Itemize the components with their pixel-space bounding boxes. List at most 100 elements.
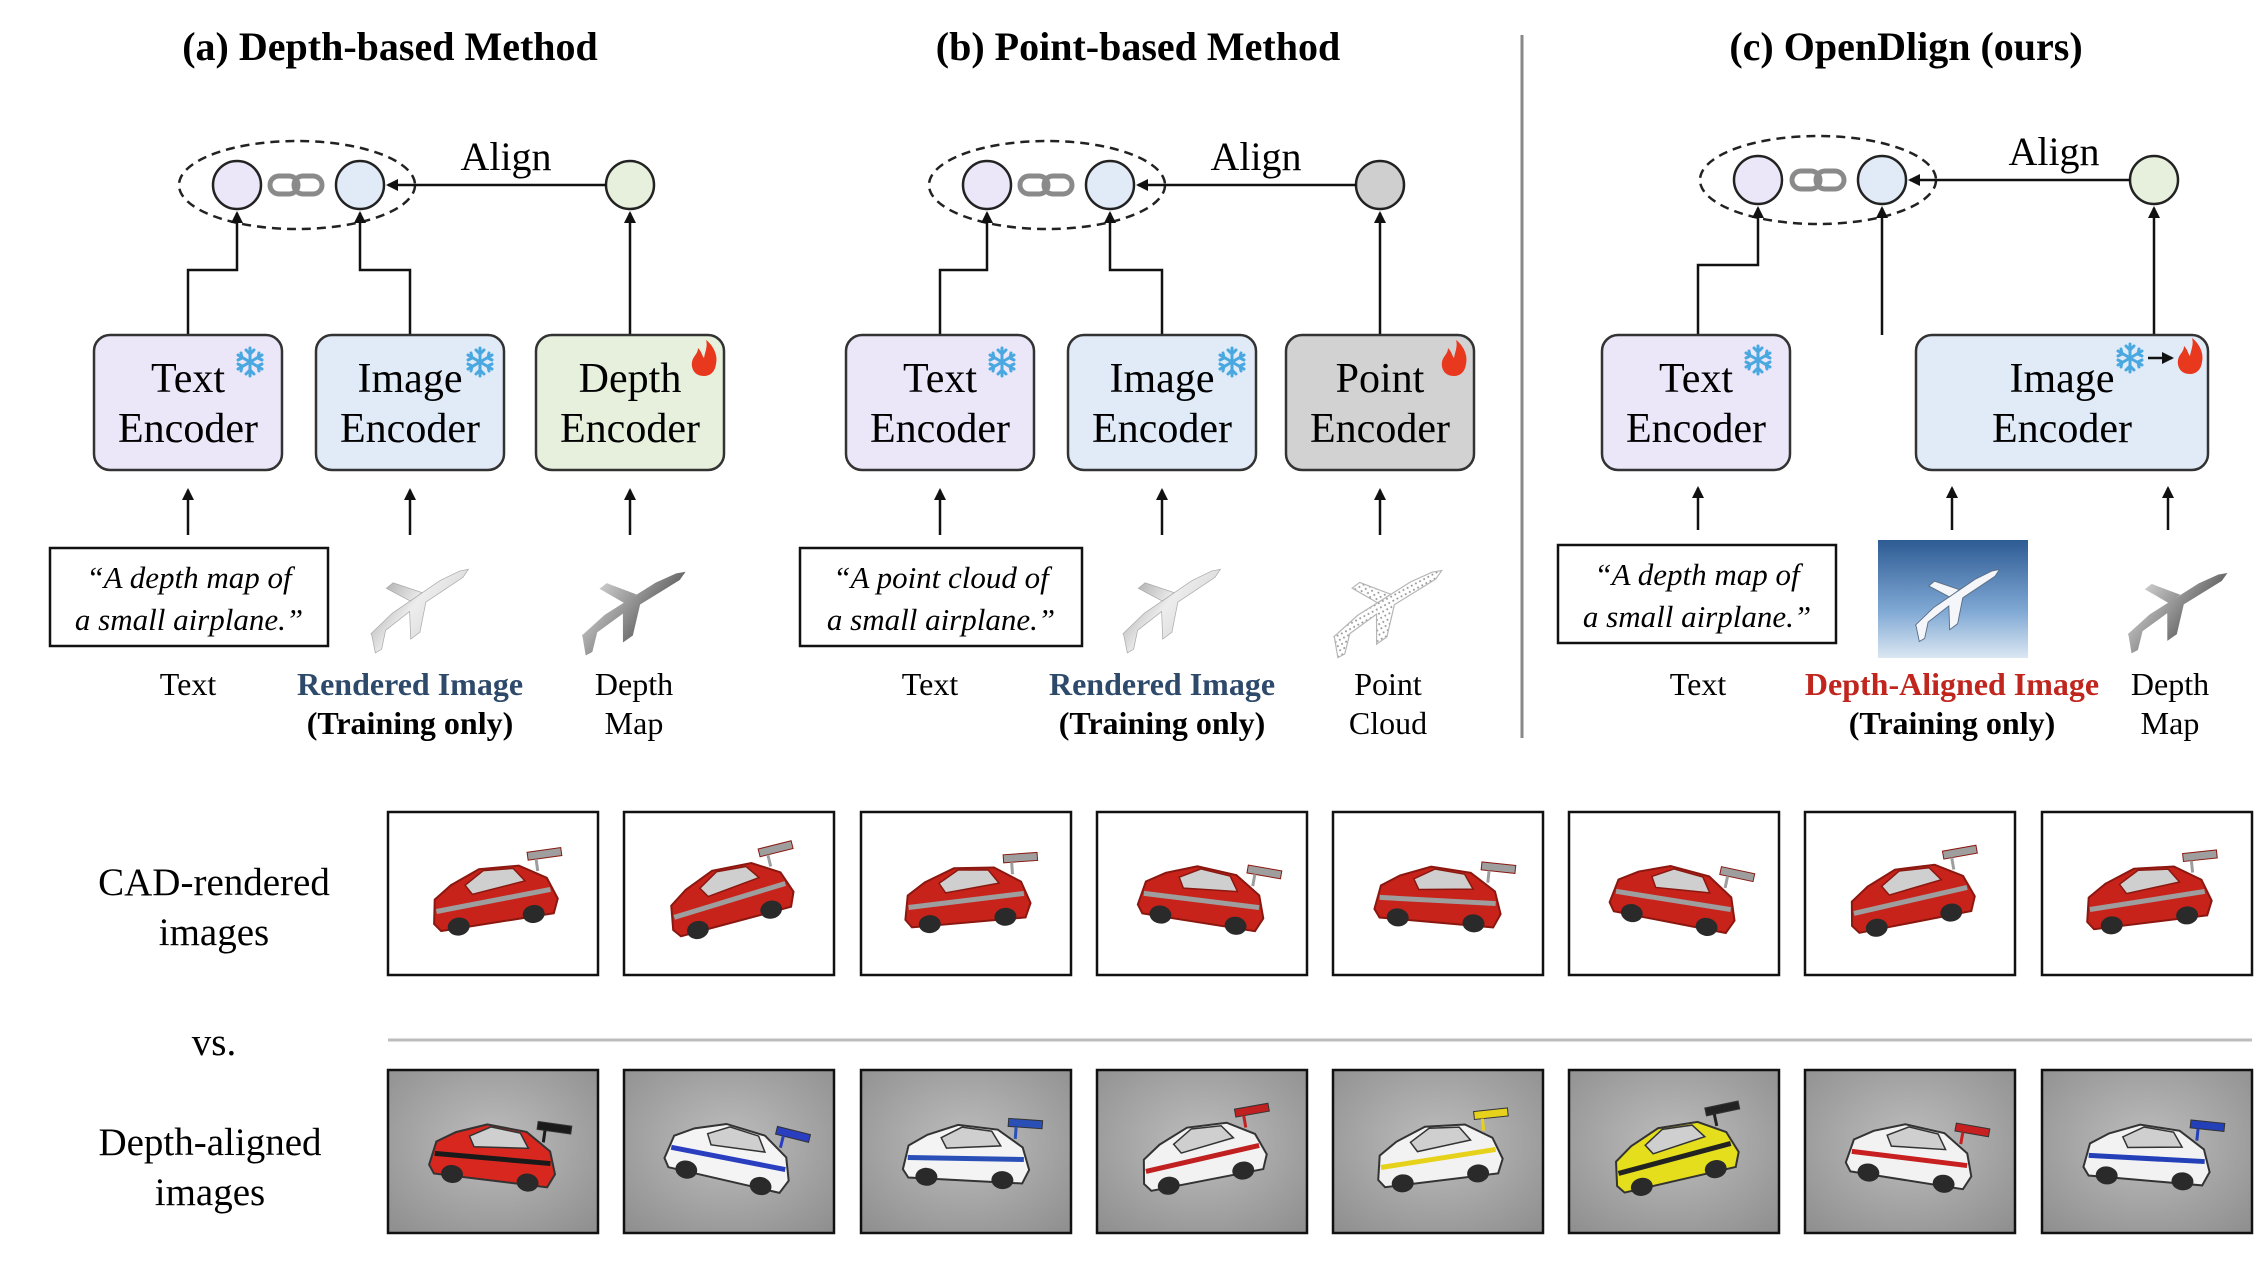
depth-aligned-car-image xyxy=(386,1068,600,1235)
cad-row-label-1: CAD-rendered xyxy=(98,861,330,904)
prompt-line-1: “A depth map of xyxy=(1594,557,1804,592)
depth-aligned-car-image xyxy=(859,1068,1073,1235)
rendered-airplane-image xyxy=(349,546,485,659)
depth-aligned-car-image xyxy=(1803,1068,2017,1235)
panel-a: (a) Depth-based Method Align Text Encode… xyxy=(48,24,726,741)
depth-embedding-node xyxy=(604,159,656,211)
text-encoder-label-2: Encoder xyxy=(118,406,258,452)
image-encoder-label-1: Image xyxy=(1110,356,1215,402)
cad-row-label-2: images xyxy=(159,911,269,954)
depth-aligned-car-image xyxy=(1331,1068,1545,1235)
text-encoder-box xyxy=(1600,333,1792,472)
image-encoder-label-1: Image xyxy=(358,356,463,402)
depth-encoder-label-1: Depth xyxy=(579,356,682,402)
rendered-airplane-image xyxy=(1101,546,1237,659)
text-encoder-output-arrow xyxy=(938,211,993,335)
link-icon xyxy=(1020,176,1072,194)
prompt-line-1: “A depth map of xyxy=(86,560,296,595)
image-embedding-node xyxy=(334,159,386,211)
prompt-line-2: a small airplane.” xyxy=(75,602,303,637)
aligned-row-label-1: Depth-aligned xyxy=(98,1121,322,1164)
training-only-label: (Training only) xyxy=(1849,705,2056,741)
vs-label: vs. xyxy=(192,1021,236,1064)
link-icon xyxy=(270,176,322,194)
text-encoder-label-1: Text xyxy=(151,356,225,402)
text-encoder-label-2: Encoder xyxy=(870,406,1010,452)
rendered-image-label: Rendered Image xyxy=(297,666,523,702)
text-embedding-node xyxy=(961,159,1013,211)
image-encoder-box xyxy=(1914,333,2210,472)
depth-aligned-car-image xyxy=(2040,1068,2254,1235)
prompt-line-2: a small airplane.” xyxy=(827,602,1055,637)
panel-c: (c) OpenDlign (ours) Align Text Encoder … xyxy=(1556,24,2243,741)
depth-map-label-1: Depth xyxy=(595,666,673,702)
comparison-rows: CAD-rendered images vs. Depth-aligned im… xyxy=(98,810,2254,1235)
image-encoder-label-2: Encoder xyxy=(340,406,480,452)
image-encoder-label-2: Encoder xyxy=(1092,406,1232,452)
point-cloud-label-1: Point xyxy=(1354,666,1422,702)
training-only-label: (Training only) xyxy=(307,705,514,741)
prompt-line-1: “A point cloud of xyxy=(833,560,1053,595)
depth-aligned-car-image xyxy=(622,1068,836,1235)
point-embedding-node xyxy=(1354,159,1406,211)
cad-car-image xyxy=(1567,810,1781,977)
rendered-image-label: Rendered Image xyxy=(1049,666,1275,702)
image-encoder-box xyxy=(314,333,506,472)
depth-aligned-images xyxy=(386,1068,2254,1235)
panel-b: (b) Point-based Method Align Text Encode… xyxy=(798,24,1476,741)
align-label: Align xyxy=(1210,134,1301,179)
point-encoder-label-2: Encoder xyxy=(1310,406,1450,452)
depth-aligned-image-label: Depth-Aligned Image xyxy=(1805,666,2099,702)
image-encoder-box xyxy=(1066,333,1258,472)
depth-map-airplane-image xyxy=(2107,550,2243,659)
text-encoder-box xyxy=(844,333,1036,472)
cad-car-image xyxy=(386,810,600,977)
text-input-label: Text xyxy=(1670,666,1727,702)
depth-embedding-node xyxy=(2128,154,2180,206)
panel-a-title: (a) Depth-based Method xyxy=(182,24,598,69)
point-cloud-label-2: Cloud xyxy=(1349,705,1427,741)
depth-map-label-2: Map xyxy=(2141,705,2200,741)
training-only-label: (Training only) xyxy=(1059,705,1266,741)
point-encoder-label-1: Point xyxy=(1336,356,1425,402)
text-embedding-node xyxy=(1732,154,1784,206)
point-encoder-box xyxy=(1284,333,1476,472)
align-label: Align xyxy=(460,134,551,179)
cad-car-image xyxy=(859,810,1073,977)
text-input-label: Text xyxy=(902,666,959,702)
image-embedding-node xyxy=(1856,154,1908,206)
depth-map-label-1: Depth xyxy=(2131,666,2209,702)
depth-aligned-airplane-image xyxy=(1878,540,2028,658)
cad-car-image xyxy=(2040,810,2254,977)
aligned-row-label-2: images xyxy=(155,1171,265,1214)
text-encoder-output-arrow xyxy=(186,211,243,335)
align-label: Align xyxy=(2008,129,2099,174)
text-encoder-box xyxy=(92,333,284,472)
depth-map-airplane-image xyxy=(560,547,702,661)
depth-aligned-car-image xyxy=(1567,1068,1781,1235)
panel-b-title: (b) Point-based Method xyxy=(936,24,1340,69)
cad-car-image xyxy=(1803,810,2017,977)
depth-map-label-2: Map xyxy=(605,705,664,741)
depth-aligned-car-image xyxy=(1095,1068,1309,1235)
text-input-label: Text xyxy=(160,666,217,702)
cad-car-image xyxy=(1331,810,1545,977)
image-encoder-output-arrow xyxy=(354,211,412,335)
text-encoder-label-2: Encoder xyxy=(1626,406,1766,452)
cad-rendered-images xyxy=(386,810,2254,977)
text-prompt-box xyxy=(798,546,1084,648)
image-embedding-node xyxy=(1084,159,1136,211)
prompt-line-2: a small airplane.” xyxy=(1583,599,1811,634)
text-encoder-label-1: Text xyxy=(903,356,977,402)
point-cloud-airplane-image xyxy=(1310,545,1459,664)
image-encoder-label-1: Image xyxy=(2010,356,2115,402)
image-encoder-label-2: Encoder xyxy=(1992,406,2132,452)
panel-c-title: (c) OpenDlign (ours) xyxy=(1729,24,2082,69)
image-encoder-output-arrow xyxy=(1104,211,1164,335)
cad-car-image xyxy=(1095,810,1309,977)
depth-encoder-box xyxy=(534,333,726,472)
cad-car-image xyxy=(622,810,836,977)
link-icon xyxy=(1792,171,1844,189)
text-embedding-node xyxy=(211,159,263,211)
